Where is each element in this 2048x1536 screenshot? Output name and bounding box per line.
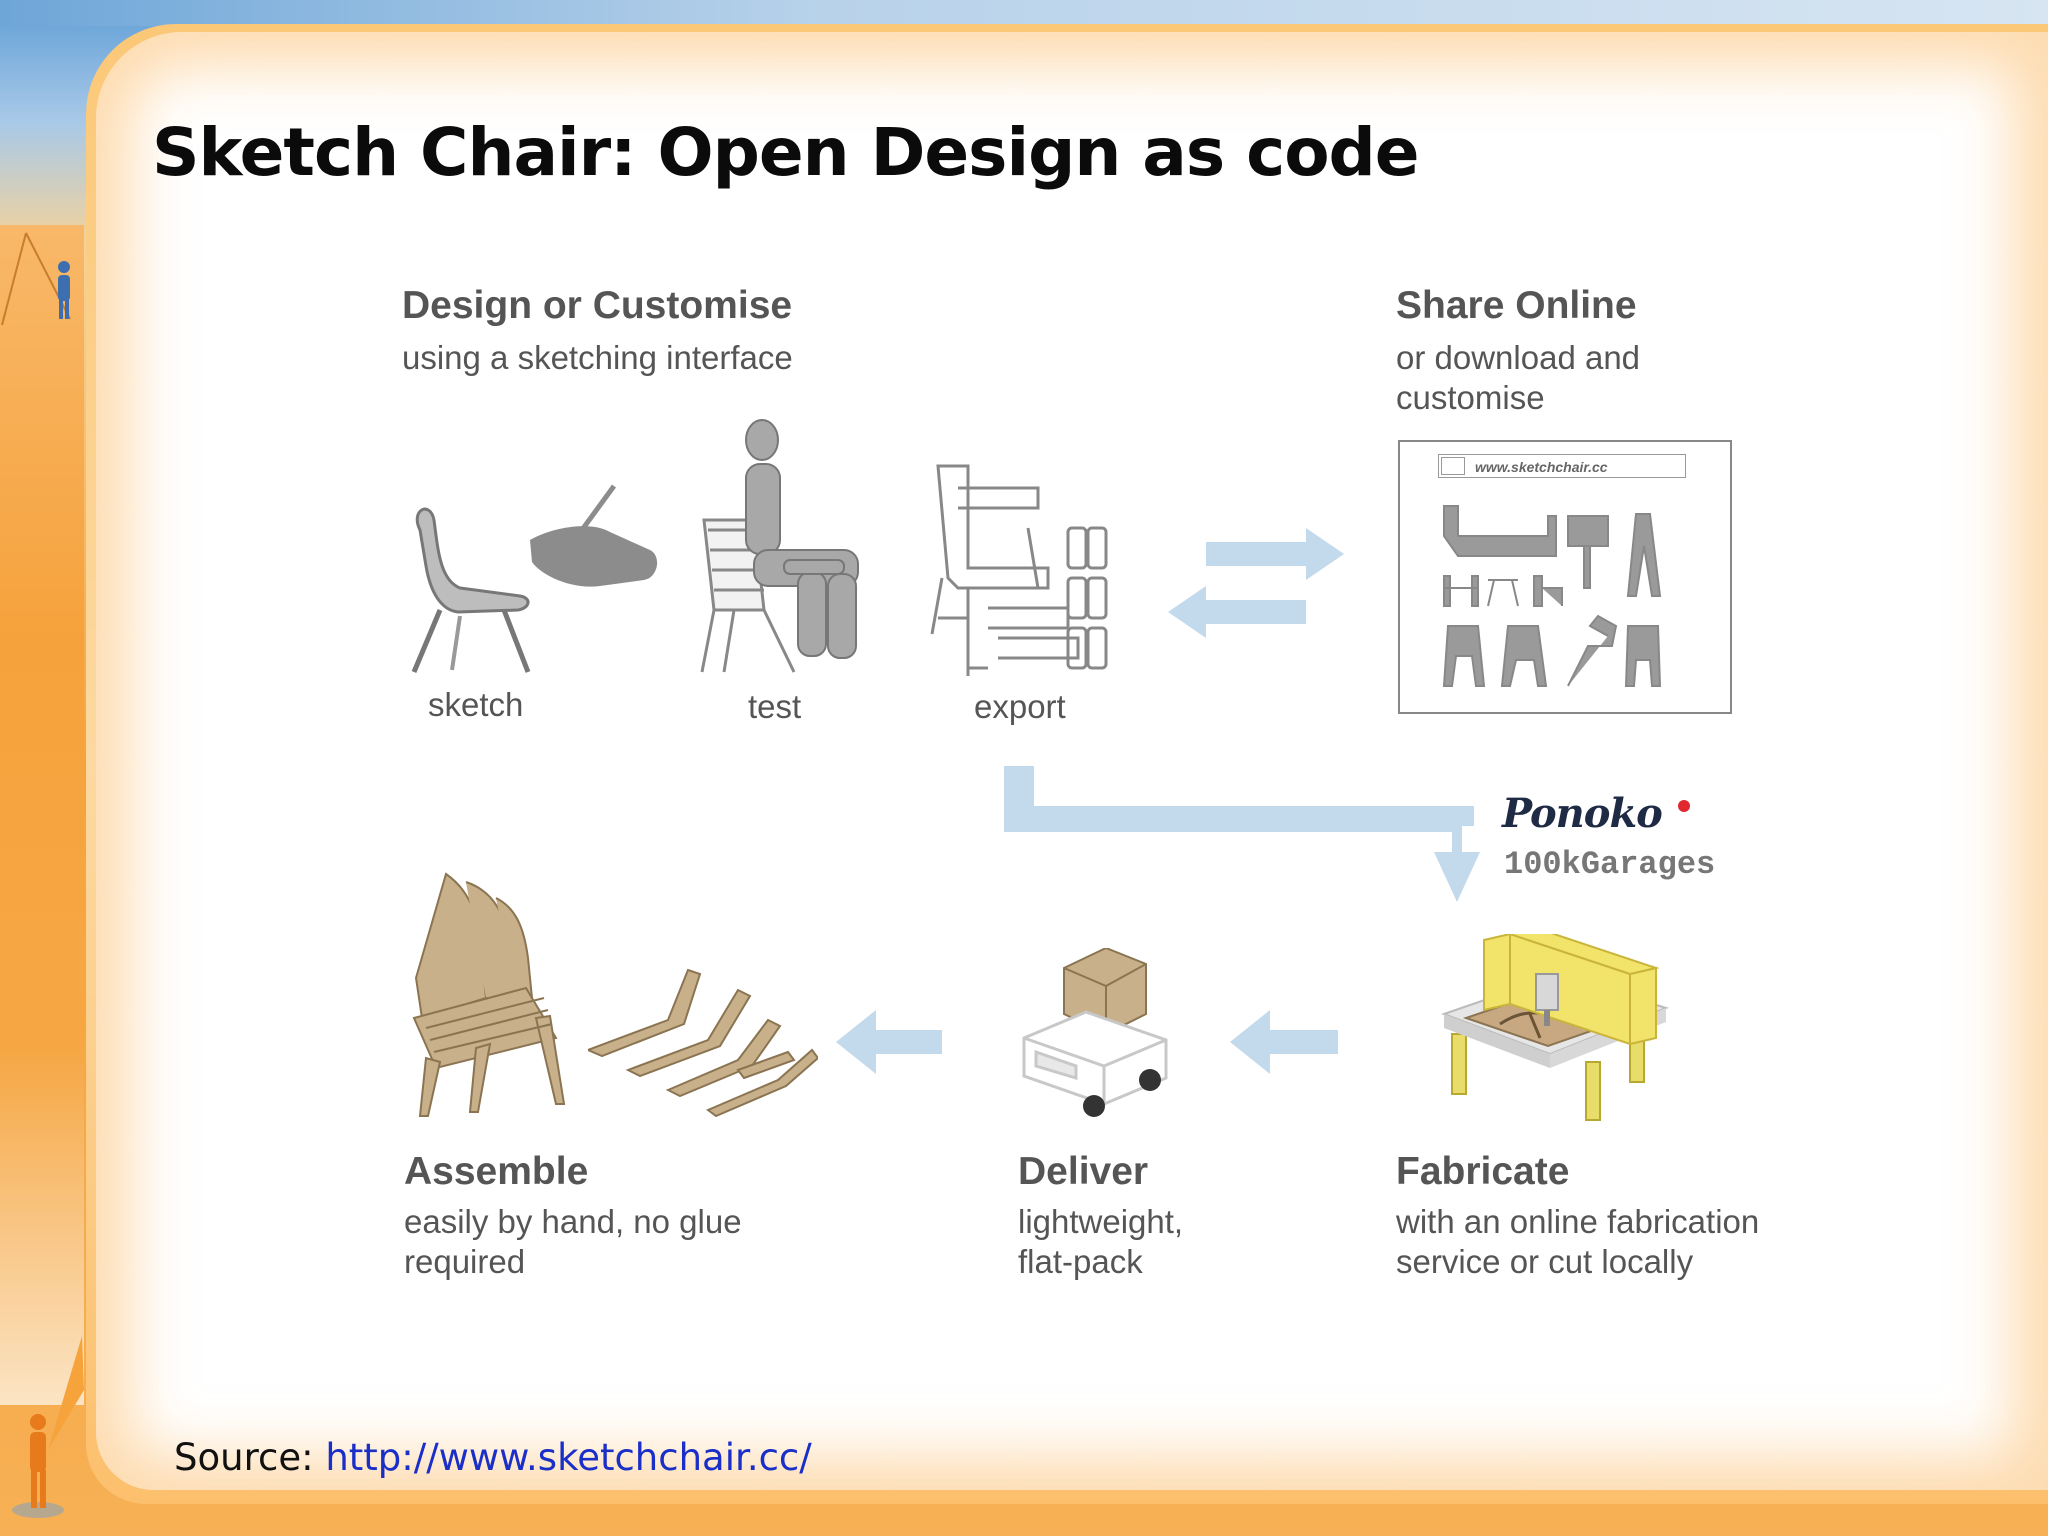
step-fabricate-title: Fabricate [1396,1150,1570,1193]
test-label: test [748,688,802,725]
left-orange-strip [0,225,84,1405]
export-parts-icon [930,464,1108,676]
step-deliver-title: Deliver [1018,1150,1149,1193]
top-band [0,0,2048,26]
cnc-machine-icon [1441,934,1669,1121]
source-line: Source: http://www.sketchchair.cc/ [174,1436,812,1479]
step-share-description: or download and customise [1396,339,1641,416]
flatpack-parts-icon [588,968,818,1118]
sketch-label: sketch [428,686,524,723]
garages-label: 100kGarages [1504,846,1716,883]
step-fabricate-description: with an online fabrication service or cu… [1396,1203,1760,1280]
step-share-title: Share Online [1396,284,1637,327]
ponoko-logo: Ponoko [1502,790,1663,837]
content-card [96,32,2048,1490]
page-title: Sketch Chair: Open Design as code [152,114,1420,191]
source-link[interactable]: http://www.sketchchair.cc/ [325,1436,812,1479]
orange-figure-icon [12,1336,84,1518]
share-exchange-arrows [1168,528,1344,638]
export-to-fabricate-arrow [1004,766,1480,902]
test-mannequin-icon [700,419,859,673]
website-chair-gallery-icon [1442,505,1662,687]
assembled-chair-icon [412,872,566,1117]
sketch-chair-icon [411,484,658,673]
delivery-truck-icon [1022,948,1168,1117]
export-label: export [974,688,1066,725]
step-design-title: Design or Customise [402,284,793,327]
step-design-description: using a sketching interface [402,339,793,376]
deliver-to-assemble-arrow [836,1010,942,1074]
url-bar-checkbox-icon [1441,457,1465,475]
fabricate-to-deliver-arrow [1230,1010,1338,1074]
source-label: Source: [174,1436,314,1479]
step-assemble-title: Assemble [404,1150,589,1193]
blue-figure-icon [1,232,71,326]
website-preview: www.sketchchair.cc [1398,440,1732,714]
url-bar: www.sketchchair.cc [1438,454,1686,478]
step-assemble-description: easily by hand, no glue required [404,1203,742,1280]
url-text: www.sketchchair.cc [1475,459,1608,475]
ponoko-star-icon [1678,800,1690,812]
step-deliver-description: lightweight, flat-pack [1018,1203,1184,1280]
